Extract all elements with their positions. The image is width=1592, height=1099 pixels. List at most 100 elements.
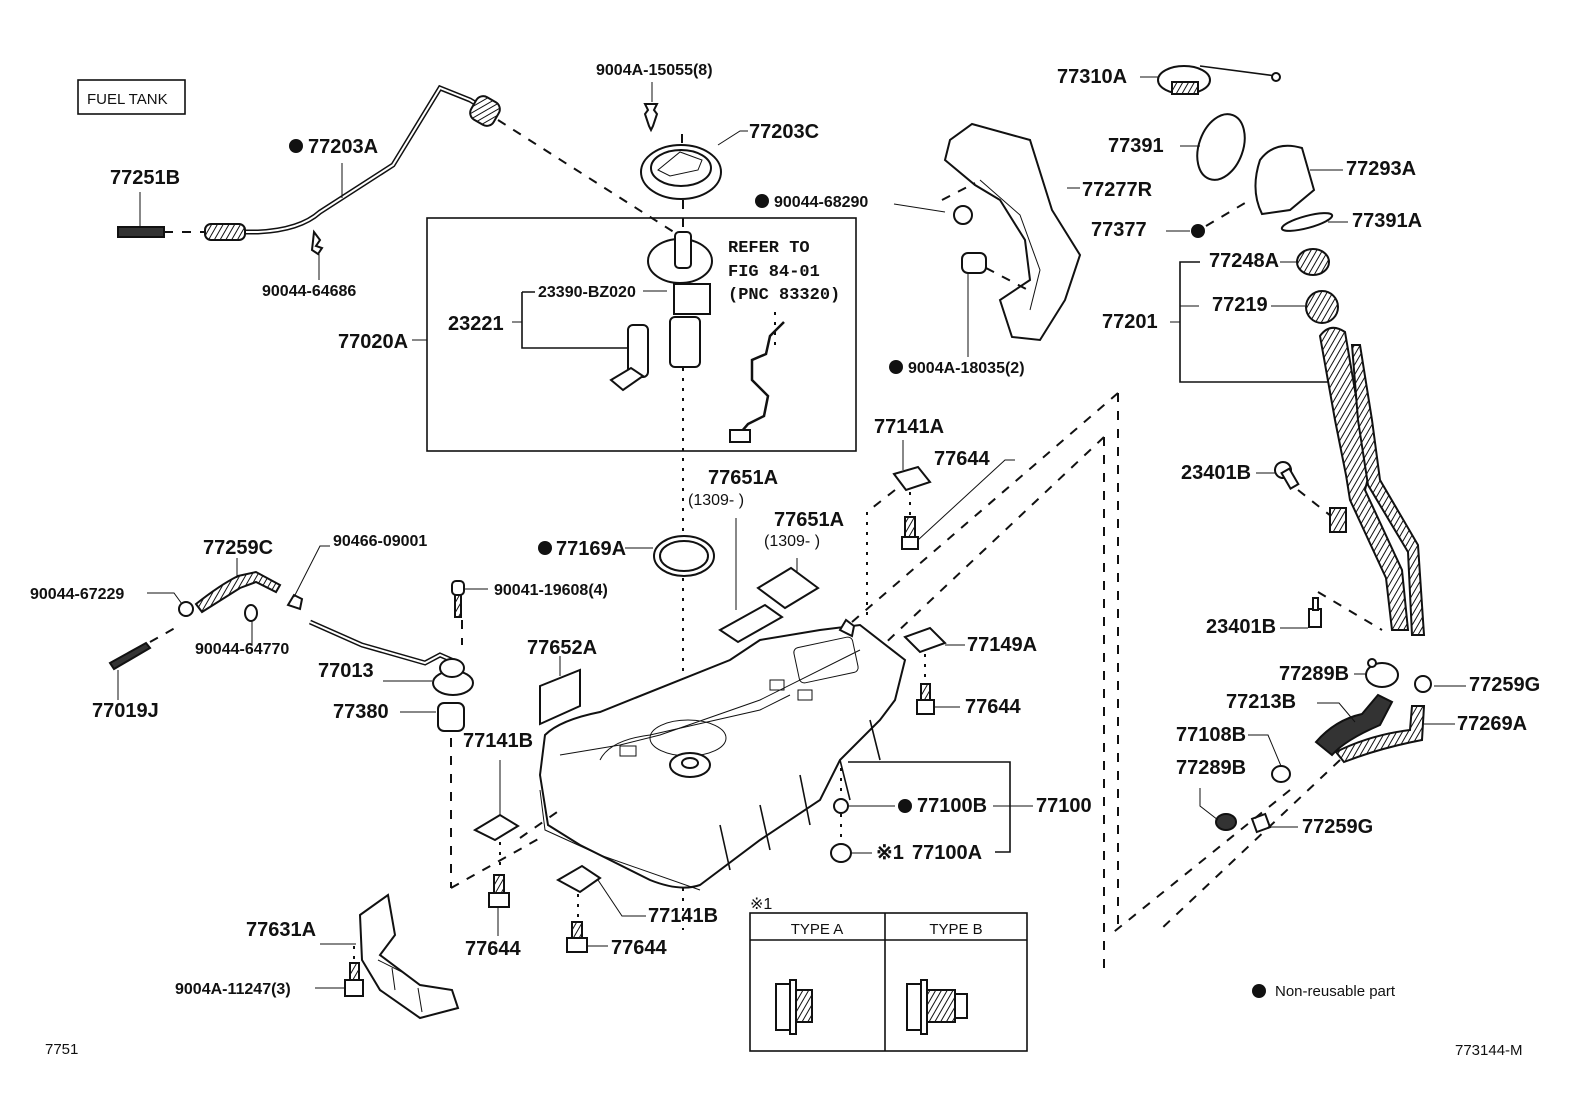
part-77100A[interactable]: ※1 77100A: [830, 842, 982, 864]
legend-dot: [1252, 984, 1266, 998]
part-90041-19608[interactable]: 90041-19608(4): [451, 580, 608, 618]
part-77644-right[interactable]: 77644: [916, 683, 1021, 718]
part-23390-BZ020[interactable]: 23390-BZ020: [538, 231, 713, 368]
part-77391A[interactable]: 77391A: [1280, 209, 1422, 234]
part-label: 23390-BZ020: [538, 284, 636, 301]
part-label: 77020A: [338, 331, 408, 353]
legend-text: Non-reusable part: [1275, 983, 1396, 1000]
part-77289B-upper[interactable]: 77289B: [1279, 658, 1399, 688]
type-b-header: TYPE B: [929, 921, 982, 938]
page-ref: 7751: [45, 1041, 78, 1058]
part-77020A-sender-box[interactable]: 77020A: [338, 217, 857, 452]
type-table: ※1 TYPE A TYPE B: [749, 896, 1028, 1052]
part-77213B[interactable]: 77213B: [1226, 691, 1394, 757]
part-77149A[interactable]: 77149A: [903, 626, 1037, 656]
part-label: 77377: [1091, 219, 1147, 241]
part-label: 90041-19608(4): [494, 582, 608, 599]
part-9004A-15055[interactable]: 9004A-15055(8): [596, 62, 713, 133]
part-77141A[interactable]: 77141A: [874, 416, 944, 492]
part-77259C[interactable]: 77259C: [194, 537, 282, 614]
part-77169A[interactable]: 77169A: [538, 535, 715, 577]
part-label: 77380: [333, 701, 389, 723]
part-77377[interactable]: 77377: [1091, 219, 1205, 241]
part-label: 77013: [318, 660, 374, 682]
part-label: 77201: [1102, 311, 1158, 333]
part-label: 23401B: [1181, 462, 1251, 484]
part-77277R[interactable]: 77277R: [943, 122, 1153, 342]
part-77219[interactable]: 77219: [1180, 290, 1339, 324]
part-77203A[interactable]: 77203A: [204, 84, 503, 241]
part-label: 77269A: [1457, 713, 1527, 735]
refer-note-line-2: FIG 84-01: [728, 263, 820, 282]
part-9004A-11247[interactable]: 9004A-11247(3): [175, 962, 364, 998]
part-label: 90044-67229: [30, 586, 124, 603]
part-label: 77203A: [308, 136, 378, 158]
part-label: 23401B: [1206, 616, 1276, 638]
part-23221-pump[interactable]: 23221: [448, 291, 649, 392]
part-23401B-upper[interactable]: 23401B: [1181, 459, 1300, 491]
filler-pipe-bracket: [1329, 507, 1347, 533]
diagram-title-box: FUEL TANK: [77, 79, 186, 115]
part-77251B[interactable]: 77251B: [110, 167, 180, 238]
non-reusable-marker: [889, 360, 903, 374]
part-77652A[interactable]: 77652A: [527, 637, 597, 726]
part-label: 90044-64770: [195, 641, 289, 658]
part-90466-09001[interactable]: 90466-09001: [286, 533, 427, 611]
part-label: 77169A: [556, 538, 626, 560]
part-90044-64686[interactable]: 90044-64686: [262, 229, 356, 300]
part-90044-64770[interactable]: 90044-64770: [195, 604, 289, 658]
part-77644-bottom[interactable]: 77644: [566, 921, 667, 959]
part-77201[interactable]: 77201: [1102, 261, 1426, 636]
non-reusable-marker: [538, 541, 552, 555]
part-label: 77108B: [1176, 724, 1246, 746]
part-label: 77644: [965, 696, 1021, 718]
part-77013[interactable]: 77013: [308, 619, 474, 696]
part-77651A-lower[interactable]: 77651A (1309- ): [756, 509, 844, 610]
part-77100-fuel-tank[interactable]: [538, 618, 907, 891]
part-label: 77644: [934, 448, 990, 470]
part-77269A[interactable]: 77269A: [1334, 705, 1527, 764]
part-label: 77259G: [1469, 674, 1540, 696]
part-77100[interactable]: 77100: [848, 761, 1092, 853]
part-77644-upper[interactable]: 77644: [901, 448, 1015, 550]
refer-note-line-1: REFER TO: [728, 239, 810, 258]
part-77651A-upper[interactable]: 77651A (1309- ): [688, 467, 784, 644]
part-77019J[interactable]: 77019J: [92, 641, 159, 722]
part-label: 77248A: [1209, 250, 1279, 272]
part-77203C[interactable]: 77203C: [640, 121, 819, 200]
part-77289B-lower[interactable]: 77289B: [1176, 757, 1246, 831]
part-label: 77149A: [967, 634, 1037, 656]
part-label: 77644: [465, 938, 521, 960]
part-77108B[interactable]: 77108B: [1176, 724, 1291, 783]
part-77141B-bottom[interactable]: 77141B: [555, 864, 718, 927]
part-label: 9004A-11247(3): [175, 981, 291, 998]
part-label: 77289B: [1279, 663, 1349, 685]
refer-note-line-3: (PNC 83320): [728, 286, 840, 305]
part-label: 77100A: [912, 842, 982, 864]
part-label: 77391A: [1352, 210, 1422, 232]
part-label: 77141B: [463, 730, 533, 752]
part-label: 77203C: [749, 121, 819, 143]
part-77644-left[interactable]: 77644: [465, 874, 521, 960]
part-77248A[interactable]: 77248A: [1209, 248, 1330, 276]
part-label: 77652A: [527, 637, 597, 659]
part-77380[interactable]: 77380: [333, 701, 465, 732]
part-label: 77293A: [1346, 158, 1416, 180]
part-77631A[interactable]: 77631A: [246, 893, 460, 1020]
part-77391[interactable]: 77391: [1108, 108, 1253, 187]
part-77293A[interactable]: 77293A: [1254, 144, 1416, 216]
sender-gauge-wire: [729, 312, 785, 443]
part-77310A[interactable]: 77310A: [1057, 65, 1281, 95]
part-label: 23221: [448, 313, 504, 335]
part-90044-67229[interactable]: 90044-67229: [30, 586, 194, 617]
part-90044-68290[interactable]: 90044-68290: [755, 194, 973, 225]
part-77100B[interactable]: 77100B: [833, 795, 1010, 817]
part-label: 77100B: [917, 795, 987, 817]
part-77259G-upper[interactable]: 77259G: [1414, 674, 1540, 696]
type-table-marker: ※1: [750, 896, 772, 913]
part-77141B-left[interactable]: 77141B: [463, 730, 533, 842]
part-23401B-lower[interactable]: 23401B: [1206, 597, 1322, 638]
refer-note: REFER TO FIG 84-01 (PNC 83320): [728, 239, 840, 305]
part-9004A-18035[interactable]: 9004A-18035(2): [889, 252, 1025, 377]
